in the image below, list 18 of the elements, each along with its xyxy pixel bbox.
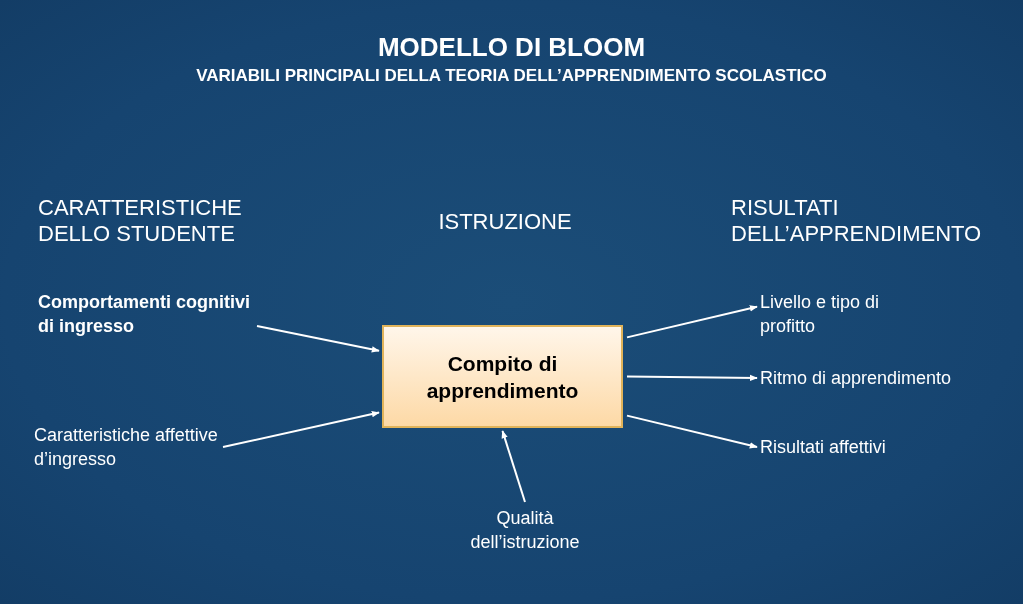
column-heading: CARATTERISTICHE DELLO STUDENTE bbox=[38, 195, 243, 248]
arrow bbox=[626, 414, 758, 449]
arrow bbox=[626, 305, 758, 339]
arrow bbox=[256, 325, 380, 353]
arrow bbox=[501, 430, 526, 503]
subtitle: VARIABILI PRINCIPALI DELLA TEORIA DELL’APPRENDIMENTO SCOLASTICO bbox=[195, 66, 828, 87]
node-label: Ritmo di apprendimento bbox=[760, 367, 953, 390]
process-box: Compito di apprendimento bbox=[382, 325, 623, 428]
column-heading: ISTRUZIONE bbox=[437, 209, 573, 236]
arrow bbox=[626, 374, 758, 382]
node-label: Qualità dell’istruzione bbox=[469, 507, 581, 554]
node-label: Livello e tipo di profitto bbox=[760, 291, 881, 338]
node-label: Comportamenti cognitivi di ingresso bbox=[38, 291, 251, 338]
title: MODELLO DI BLOOM bbox=[376, 32, 647, 63]
column-heading: RISULTATI DELL’APPRENDIMENTO bbox=[731, 195, 983, 248]
node-label: Risultati affettivi bbox=[760, 436, 887, 459]
node-label: Caratteristiche affettive d’ingresso bbox=[34, 424, 219, 471]
arrow bbox=[222, 411, 380, 448]
